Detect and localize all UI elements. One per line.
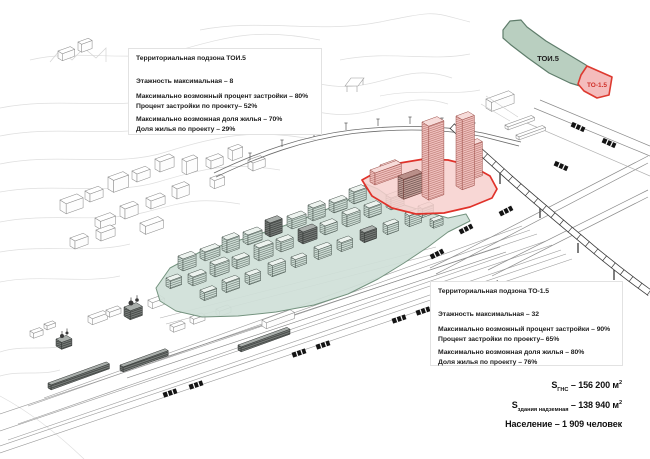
- stat-population: Население – 1 909 человек: [505, 418, 622, 429]
- terrain-contour-lines: [0, 13, 481, 459]
- inset-zone-to15: [577, 65, 613, 99]
- zone-to15-buildings: [369, 111, 483, 201]
- zone-toi5-floors: Этажность максимальная – 8: [136, 78, 234, 85]
- zone-toi5-build-project: Процент застройки по проекту– 52%: [136, 103, 258, 110]
- zone-info-card-toi5: Территориальная подзона ТОИ.5 Этажность …: [128, 48, 322, 135]
- inset-label-to15: ТО-1.5: [587, 82, 607, 89]
- project-stats: SГНС – 156 200 м2 Sздания надземная – 13…: [505, 377, 622, 431]
- zone-to15-title: Территориальная подзона ТО-1.5: [438, 288, 549, 295]
- zone-toi5-housing-max: Максимально возможная доля жилья – 70%: [136, 116, 283, 123]
- zone-to15-housing-project: Доля жилья по проекту – 76%: [438, 359, 538, 366]
- context-buildings: [29, 38, 546, 339]
- zone-to15-housing-max: Максимально возможная доля жилья – 80%: [438, 349, 585, 356]
- stat-site-area: SГНС – 156 200 м2: [551, 380, 622, 393]
- historic-buildings: [47, 295, 291, 391]
- zone-info-card-to15: Территориальная подзона ТО-1.5 Этажность…: [430, 281, 623, 366]
- small-pavilion: [344, 77, 365, 92]
- stat-building-area: Sздания надземная – 138 940 м2: [511, 400, 622, 414]
- zone-to15-build-max: Максимально возможный процент застройки …: [438, 326, 611, 333]
- zone-toi5-build-max: Максимально возможный процент застройки …: [136, 93, 309, 100]
- inset-label-toi5: ТОИ.5: [537, 54, 559, 63]
- inset-zone-toi5: [502, 19, 590, 87]
- inset-location-map: ТОИ.5 ТО-1.5: [480, 19, 613, 122]
- elevated-road-viaduct: [449, 123, 650, 296]
- zone-to15-floors: Этажность максимальная – 32: [438, 311, 539, 318]
- zone-to15-build-project: Процент застройки по проекту– 65%: [438, 336, 560, 343]
- zone-toi5-title: Территориальная подзона ТОИ.5: [136, 55, 246, 62]
- zone-toi5-housing-project: Доля жилья по проекту – 29%: [136, 126, 236, 133]
- inset-contours: [480, 95, 519, 122]
